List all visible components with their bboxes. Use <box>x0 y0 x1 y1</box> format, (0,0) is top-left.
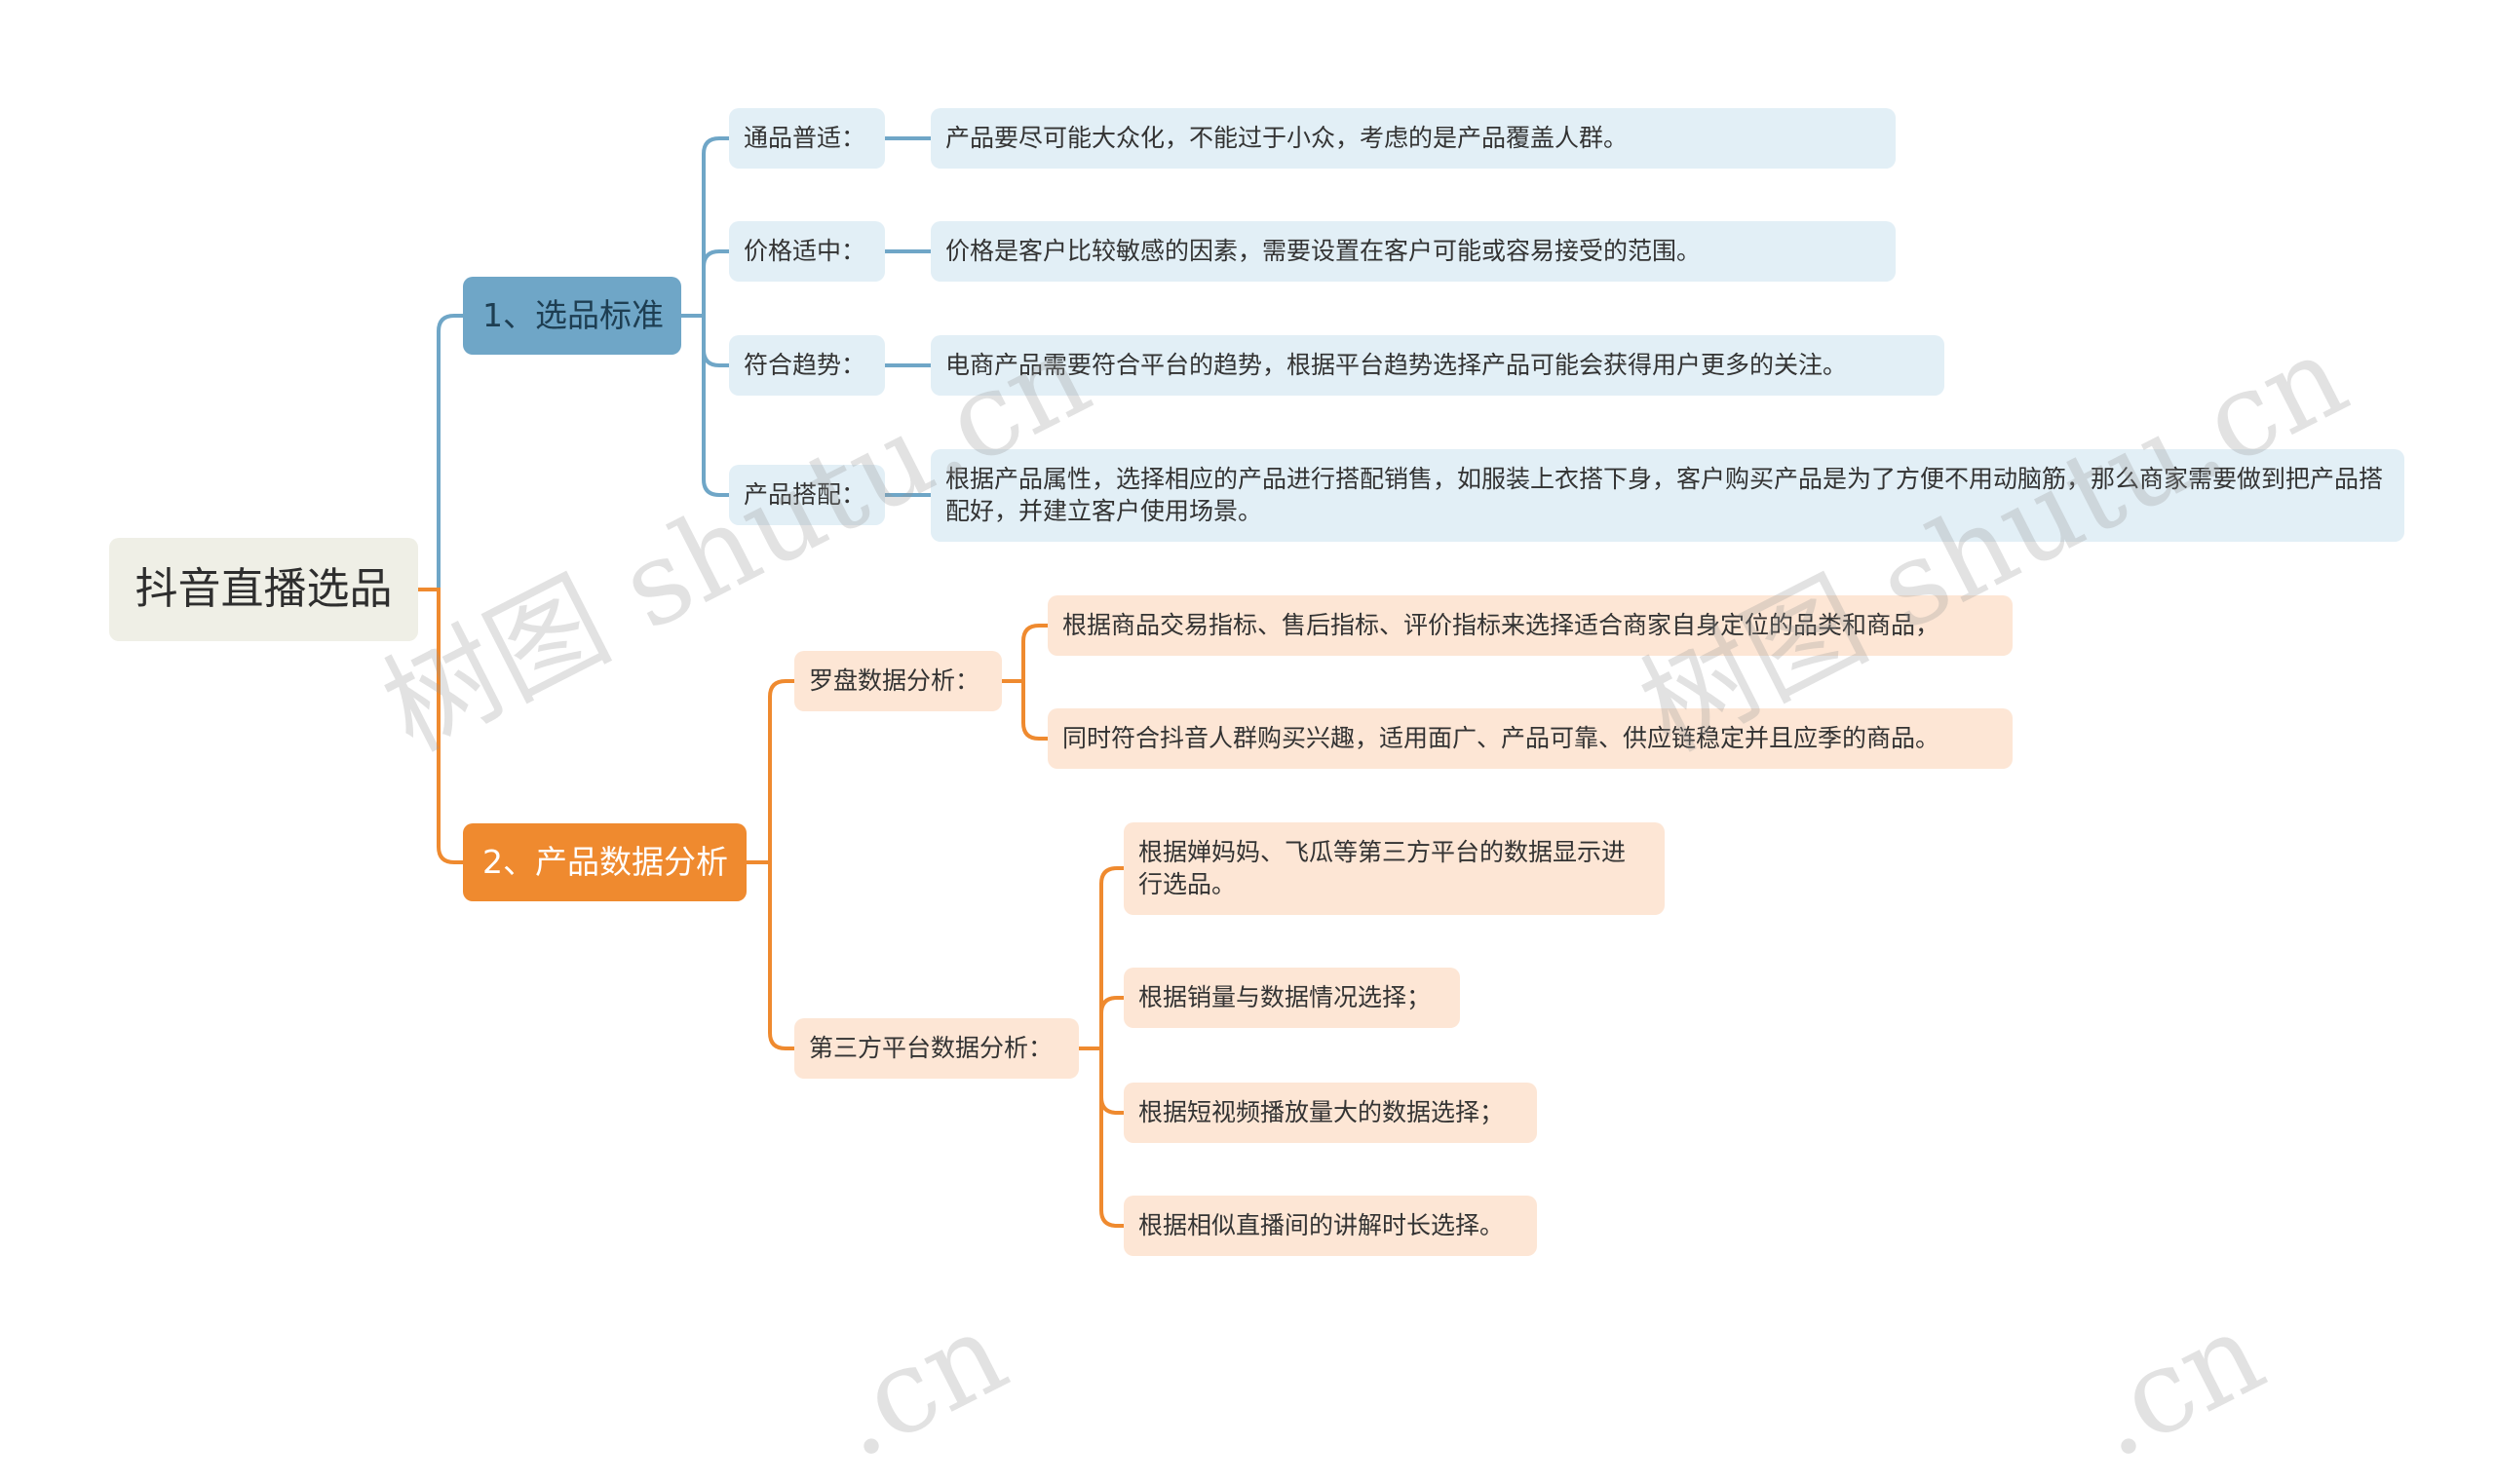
detail-universal[interactable]: 产品要尽可能大众化，不能过于小众，考虑的是产品覆盖人群。 <box>931 108 1896 169</box>
mind-map-canvas: 抖音直播选品 1、选品标准 2、产品数据分析 通品普适： 价格适中： 符合趋势：… <box>109 108 2404 1484</box>
detail-third-party-2[interactable]: 根据销量与数据情况选择； <box>1124 968 1460 1028</box>
topic-trend[interactable]: 符合趋势： <box>729 335 885 396</box>
detail-third-party-4[interactable]: 根据相似直播间的讲解时长选择。 <box>1124 1196 1537 1256</box>
topic-compass-analysis[interactable]: 罗盘数据分析： <box>794 651 1002 711</box>
link-sub6-leaf1 <box>1077 866 1126 1050</box>
link-sub5-leaf1 <box>1000 624 1050 683</box>
detail-product-bundling[interactable]: 根据产品属性，选择相应的产品进行搭配销售，如服装上衣搭下身，客户购买产品是为了方… <box>931 449 2404 542</box>
link-root-main1 <box>416 314 465 591</box>
detail-third-party-1[interactable]: 根据婵妈妈、飞瓜等第三方平台的数据显示进行选品。 <box>1124 822 1665 915</box>
link-main1-sub4 <box>679 314 731 497</box>
link-sub6-leaf4 <box>1077 1046 1126 1228</box>
detail-compass-1[interactable]: 根据商品交易指标、售后指标、评价指标来选择适合商家自身定位的品类和商品， <box>1048 595 2013 656</box>
link-root-main2 <box>416 588 465 864</box>
branch-product-data-analysis[interactable]: 2、产品数据分析 <box>463 823 747 901</box>
link-main1-sub2 <box>679 249 731 318</box>
detail-third-party-3[interactable]: 根据短视频播放量大的数据选择； <box>1124 1083 1537 1143</box>
root-node[interactable]: 抖音直播选品 <box>109 538 418 641</box>
detail-trend[interactable]: 电商产品需要符合平台的趋势，根据平台趋势选择产品可能会获得用户更多的关注。 <box>931 335 1944 396</box>
connector-lines <box>416 136 1126 1228</box>
topic-product-bundling[interactable]: 产品搭配： <box>729 465 885 525</box>
link-sub6-leaf2 <box>1077 996 1126 1050</box>
link-main1-sub1 <box>679 136 731 318</box>
link-main2-sub5 <box>745 679 796 864</box>
link-sub5-leaf2 <box>1000 679 1050 741</box>
topic-third-party-analysis[interactable]: 第三方平台数据分析： <box>794 1018 1079 1079</box>
topic-universal[interactable]: 通品普适： <box>729 108 885 169</box>
topic-moderate-price[interactable]: 价格适中： <box>729 221 885 282</box>
branch-selection-criteria[interactable]: 1、选品标准 <box>463 277 681 355</box>
link-main2-sub6 <box>745 860 796 1050</box>
detail-moderate-price[interactable]: 价格是客户比较敏感的因素，需要设置在客户可能或容易接受的范围。 <box>931 221 1896 282</box>
detail-compass-2[interactable]: 同时符合抖音人群购买兴趣，适用面广、产品可靠、供应链稳定并且应季的商品。 <box>1048 708 2013 769</box>
